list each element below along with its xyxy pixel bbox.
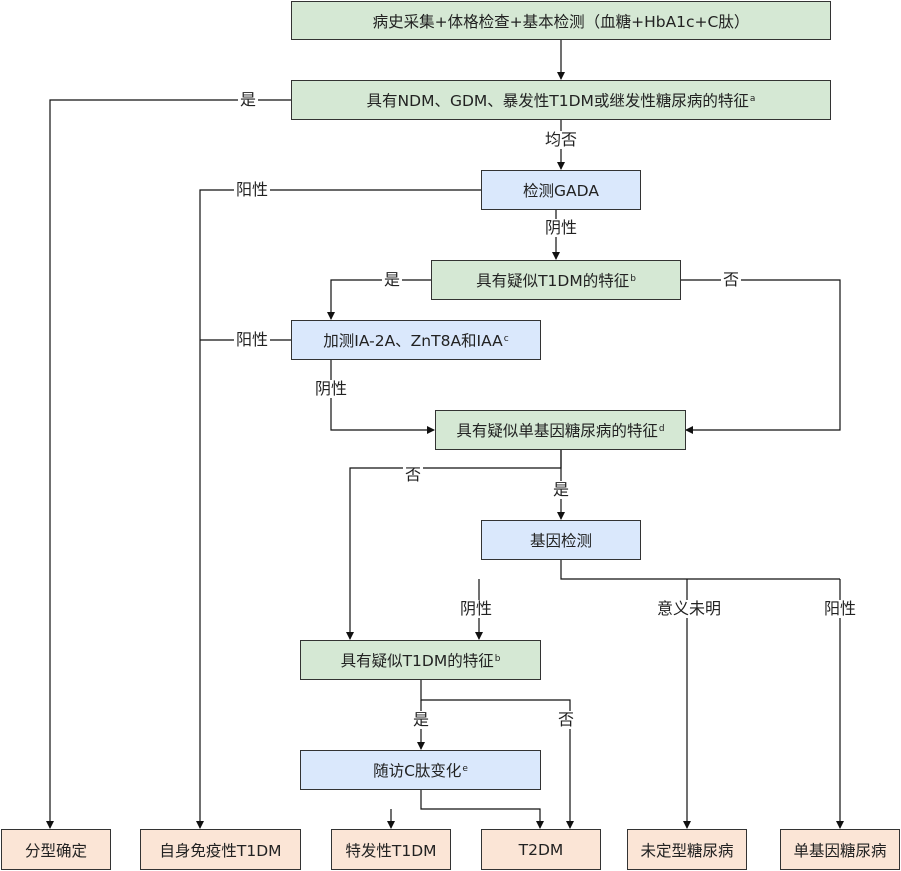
history-exam-label: 病史采集+体格检查+基本检测（血糖+HbA1c+C肽） — [372, 12, 750, 31]
outcome-t2dm-label: T2DM — [518, 840, 564, 859]
suspect-t1dm-label-2: 具有疑似T1DM的特征 — [340, 652, 494, 670]
footnote-c: c — [503, 334, 509, 344]
edge-label-positive-1: 阳性 — [233, 180, 271, 199]
outcome-monogenic-dm: 单基因糖尿病 — [780, 829, 900, 870]
suspect-t1dm-label-1: 具有疑似T1DM的特征 — [476, 272, 630, 290]
additional-antibody-label: 加测IA-2A、ZnT8A和IAA — [323, 332, 503, 350]
edge-label-negative-1: 阴性 — [542, 218, 580, 237]
edge-label-no-2: 否 — [720, 270, 742, 289]
outcome-undetermined-dm-label: 未定型糖尿病 — [640, 841, 734, 860]
edge-label-yes-3: 是 — [550, 480, 572, 499]
gada-test-box: 检测GADA — [481, 170, 641, 210]
edge-label-negative-3: 阴性 — [457, 599, 495, 618]
outcome-type-confirmed: 分型确定 — [1, 829, 111, 870]
outcome-type-confirmed-label: 分型确定 — [24, 841, 87, 860]
outcome-idiopathic-t1dm-label: 特发性T1DM — [345, 841, 437, 860]
edge-n4-n6 — [681, 279, 841, 434]
outcome-monogenic-dm-label: 单基因糖尿病 — [793, 841, 887, 860]
footnote-d: d — [658, 424, 665, 434]
edge-label-positive-2: 阳性 — [233, 330, 271, 349]
outcome-idiopathic-t1dm: 特发性T1DM — [331, 829, 451, 870]
outcome-autoimmune-t1dm: 自身免疫性T1DM — [140, 829, 301, 870]
edge-n9-split — [420, 790, 544, 829]
suspect-monogenic-label: 具有疑似单基因糖尿病的特征 — [456, 422, 658, 440]
secondary-features-label: 具有NDM、GDM、暴发性T1DM或继发性糖尿病的特征 — [366, 92, 749, 110]
edge-label-positive-3: 阳性 — [821, 599, 859, 618]
edge-n3-o2 — [196, 189, 481, 829]
footnote-e: e — [462, 764, 468, 774]
follow-cpeptide-label: 随访C肽变化 — [373, 762, 462, 780]
outcome-t2dm: T2DM — [481, 829, 601, 870]
footnote-b-2: b — [494, 654, 501, 664]
edge-n7-split — [560, 560, 840, 580]
edge-label-yes-1: 是 — [237, 90, 259, 109]
genetic-test-label: 基因检测 — [529, 532, 592, 550]
edge-label-no-4: 否 — [555, 710, 577, 729]
edge-label-no-3: 否 — [402, 465, 424, 484]
edge-n2-o1 — [46, 99, 291, 829]
gada-test-label: 检测GADA — [523, 182, 599, 200]
edge-label-yes-4: 是 — [410, 710, 432, 729]
outcome-autoimmune-t1dm-label: 自身免疫性T1DM — [159, 841, 282, 860]
footnote-a: a — [749, 94, 756, 104]
edge-label-negative-2: 阴性 — [312, 379, 350, 398]
edge-label-all-no: 均否 — [542, 130, 580, 149]
edge-label-yes-2: 是 — [381, 270, 403, 289]
genetic-test-box: 基因检测 — [481, 520, 641, 560]
outcome-undetermined-dm: 未定型糖尿病 — [627, 829, 747, 870]
edge-n8-n9 — [420, 680, 574, 829]
history-exam-box: 病史采集+体格检查+基本检测（血糖+HbA1c+C肽） — [291, 1, 831, 40]
edge-label-undetermined: 意义未明 — [654, 599, 724, 618]
footnote-b-1: b — [630, 274, 636, 284]
